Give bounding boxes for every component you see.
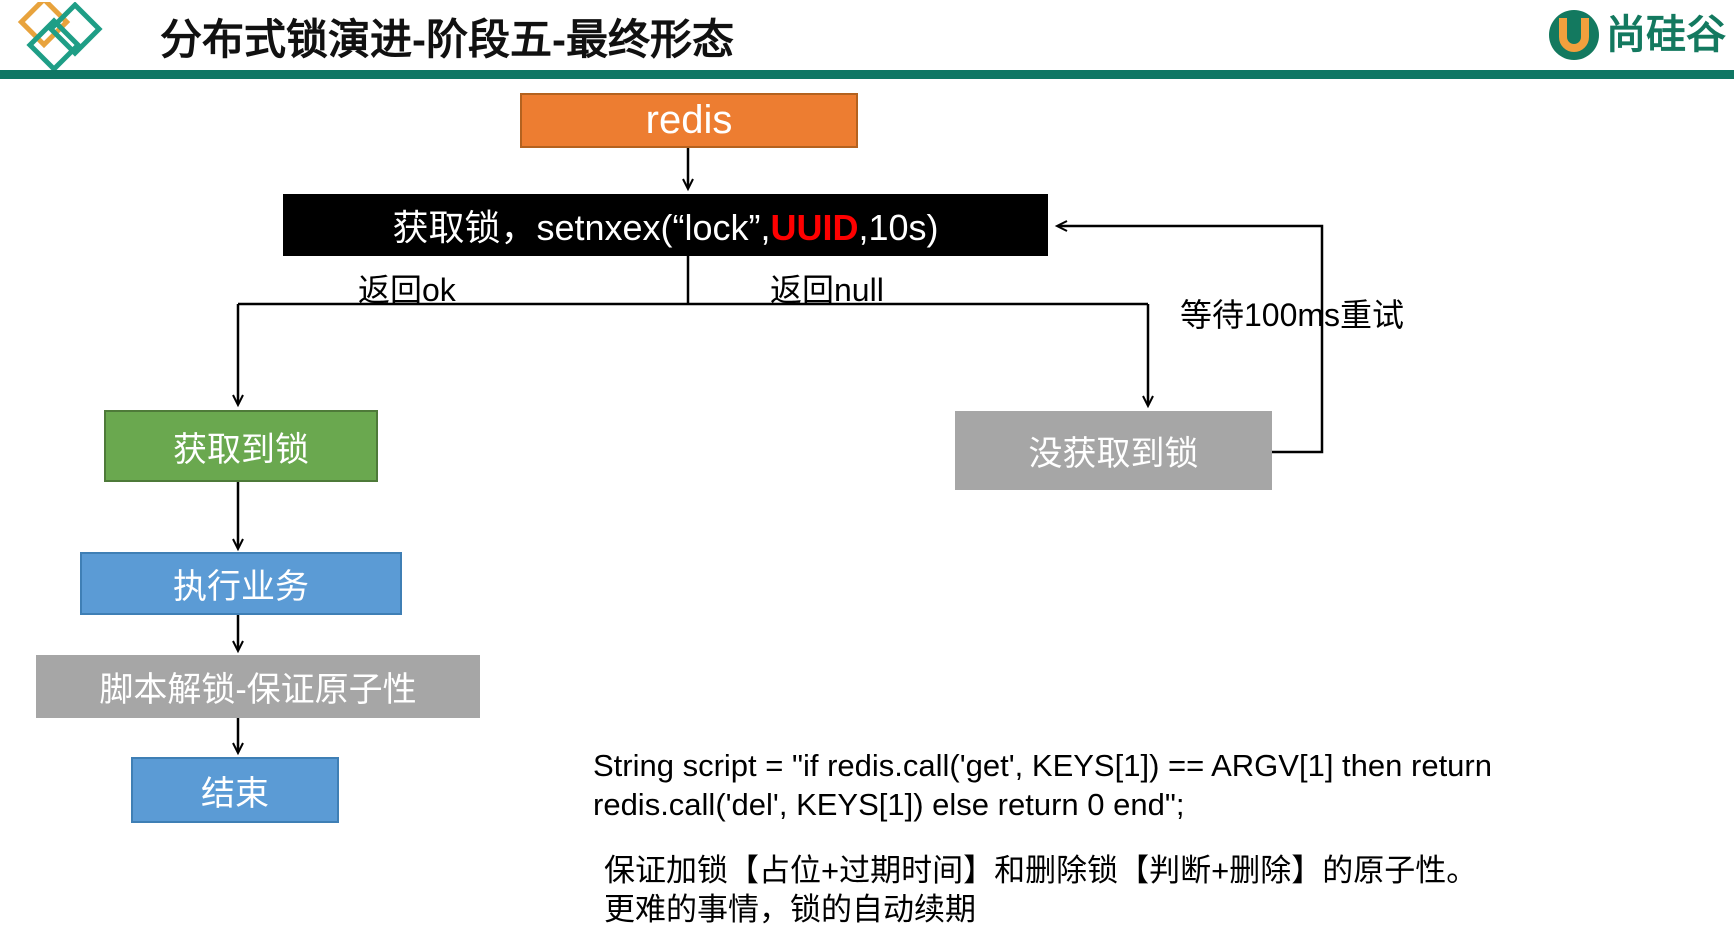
script-note-line1: String script = "if redis.call('get', KE… <box>593 748 1492 783</box>
node-end-label: 结束 <box>201 774 269 813</box>
edge-label-retry: 等待100ms重试 <box>1180 297 1405 333</box>
node-got-lock-label: 获取到锁 <box>173 430 309 469</box>
summary-note-line2: 更难的事情，锁的自动续期 <box>604 891 976 927</box>
node-script-unlock-label: 脚本解锁-保证原子性 <box>99 671 417 709</box>
company-logo: 尚硅谷 <box>1546 6 1726 64</box>
acquire-suffix: ,10s) <box>858 207 939 248</box>
node-no-lock-label: 没获取到锁 <box>1028 435 1199 473</box>
summary-note-line1: 保证加锁【占位+过期时间】和删除锁【判断+删除】的原子性。 <box>604 853 1478 888</box>
diamond-mark-icon <box>6 0 110 73</box>
slide-header: 分布式锁演进-阶段五-最终形态 尚硅谷 <box>0 0 1734 79</box>
node-no-lock[interactable]: 没获取到锁 <box>955 411 1272 490</box>
acquire-prefix: 获取锁，setnxex(“lock”, <box>392 207 771 248</box>
summary-note: 保证加锁【占位+过期时间】和删除锁【判断+删除】的原子性。 更难的事情，锁的自动… <box>604 852 1674 930</box>
node-run-business[interactable]: 执行业务 <box>80 552 402 615</box>
page-title: 分布式锁演进-阶段五-最终形态 <box>160 16 734 63</box>
acquire-uuid: UUID <box>770 207 859 248</box>
script-note-line2: redis.call('del', KEYS[1]) else return 0… <box>593 786 1185 822</box>
u-badge-icon <box>1549 10 1599 60</box>
node-got-lock[interactable]: 获取到锁 <box>104 410 378 482</box>
node-script-unlock[interactable]: 脚本解锁-保证原子性 <box>36 655 480 718</box>
script-note: String script = "if redis.call('get', KE… <box>593 747 1653 825</box>
node-run-business-label: 执行业务 <box>173 568 309 606</box>
logo-text: 尚硅谷 <box>1606 13 1726 57</box>
edge-label-return-ok: 返回ok <box>358 272 456 308</box>
edge-label-return-null: 返回null <box>770 272 884 308</box>
node-end[interactable]: 结束 <box>131 757 339 823</box>
header-divider <box>0 70 1734 79</box>
node-acquire-lock-label: 获取锁，setnxex(“lock”,UUID,10s) <box>392 199 938 251</box>
node-redis[interactable]: redis <box>520 93 858 148</box>
node-acquire-lock[interactable]: 获取锁，setnxex(“lock”,UUID,10s) <box>283 194 1048 256</box>
node-redis-label: redis <box>645 98 733 142</box>
